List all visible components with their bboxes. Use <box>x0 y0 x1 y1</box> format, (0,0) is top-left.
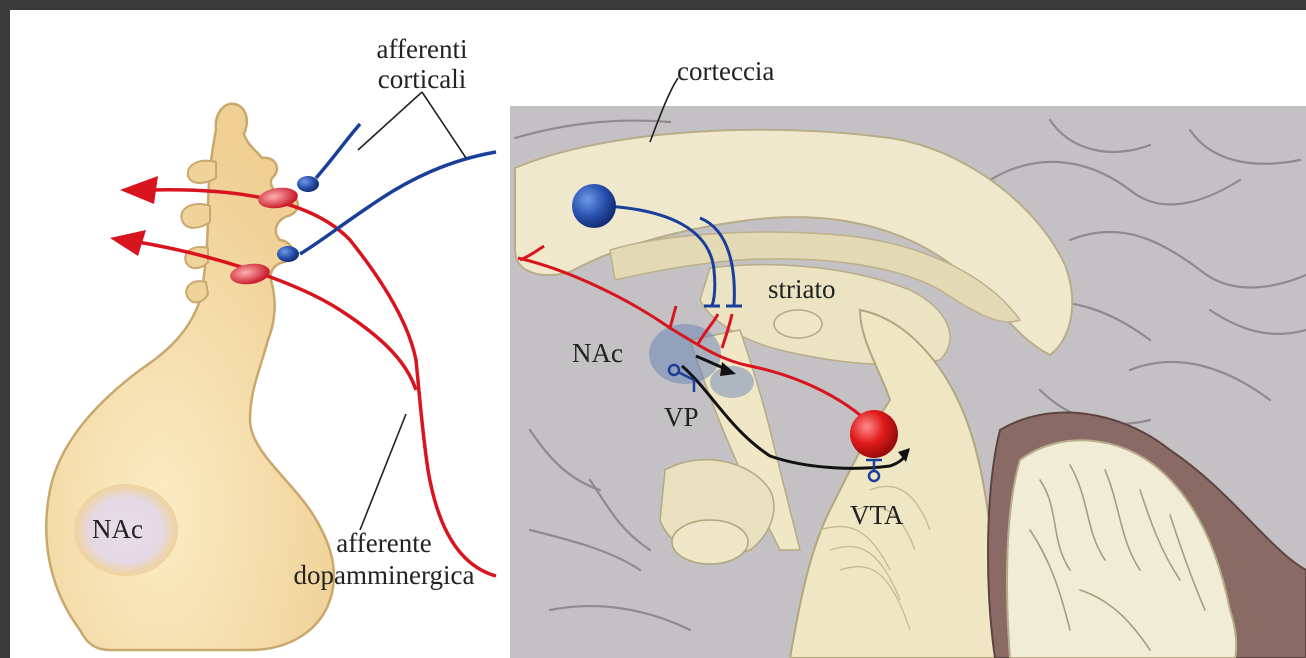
mammillary-body <box>672 520 748 564</box>
cortical-afferent-1 <box>316 124 360 178</box>
label-dopamminergica: dopamminergica <box>278 562 490 589</box>
afferenti-corticali-leader <box>358 92 466 158</box>
label-vta: VTA <box>850 502 903 529</box>
diagram-canvas: afferenti corticali corteccia striato NA… <box>10 10 1306 658</box>
label-vp: VP <box>664 404 699 431</box>
cortical-bouton-2 <box>277 246 299 262</box>
label-corteccia: corteccia <box>677 58 774 85</box>
label-afferente: afferente <box>284 530 484 557</box>
label-afferenti: afferenti <box>342 36 502 63</box>
label-nac-cell: NAc <box>92 516 143 543</box>
arrowhead-upper <box>120 176 158 204</box>
vta-neuron-soma <box>850 410 898 458</box>
diagram-svg <box>10 10 1306 658</box>
label-corticali: corticali <box>342 66 502 93</box>
striatum-nucleus <box>774 310 822 338</box>
arrowhead-lower <box>110 230 146 256</box>
label-nac-brain: NAc <box>572 340 623 367</box>
brain-section <box>510 106 1306 658</box>
label-striato: striato <box>768 276 836 303</box>
cortical-neuron-soma <box>572 184 616 228</box>
cortical-bouton-1 <box>297 176 319 192</box>
cortical-afferent-2 <box>300 152 496 254</box>
afferente-dopamminergica-leader <box>360 414 406 530</box>
